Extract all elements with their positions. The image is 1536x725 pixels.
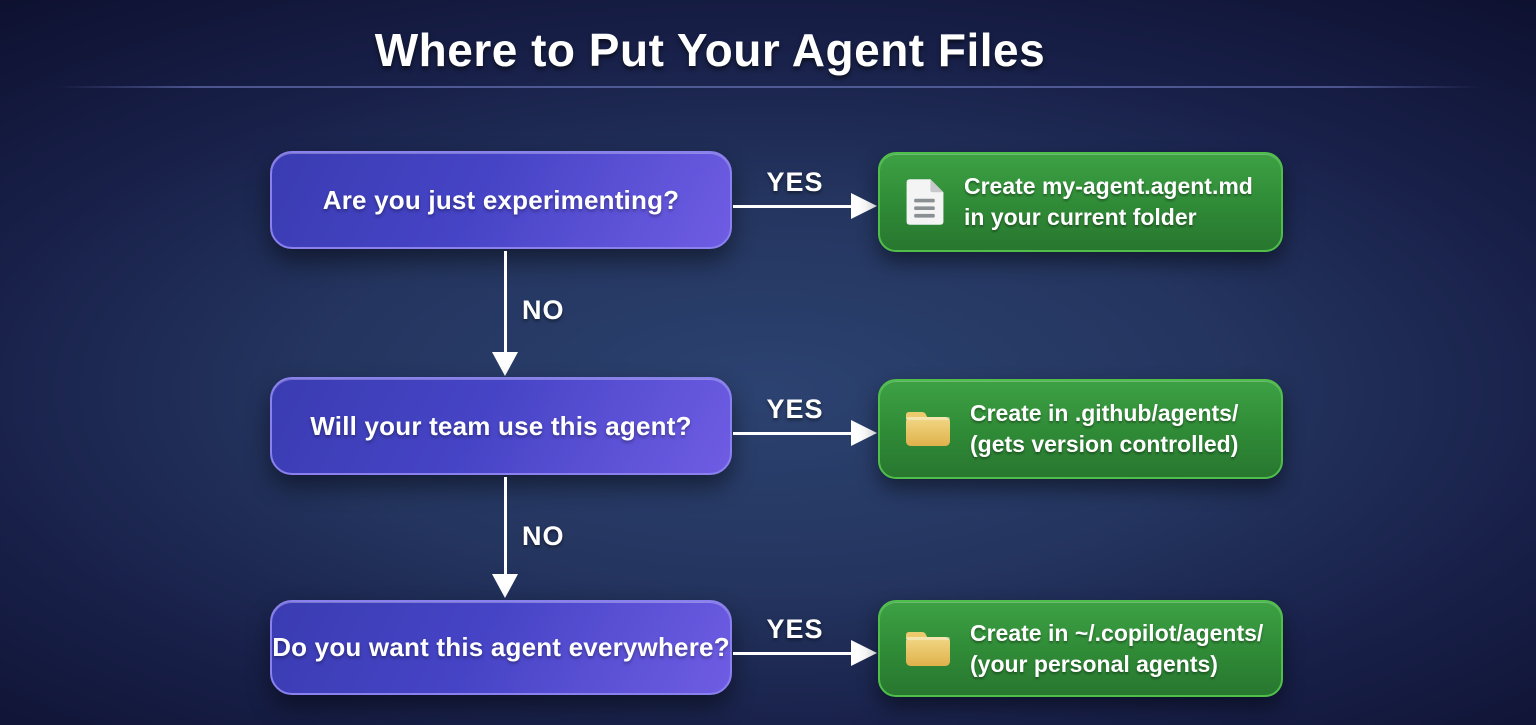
result-line1: Create my-agent.agent.md: [964, 173, 1253, 199]
folder-icon: [902, 628, 954, 670]
yes-label: YES: [766, 167, 824, 197]
result-line1: Create in ~/.copilot/agents/: [970, 619, 1264, 646]
arrow-head-right-icon: [851, 640, 877, 666]
arrow-head-down-icon: [492, 352, 518, 376]
folder-icon: [902, 408, 954, 450]
result-box-copilot-agents: Create in ~/.copilot/agents/ (your perso…: [878, 600, 1283, 697]
result-text: Create my-agent.agent.md in your current…: [964, 171, 1253, 233]
result-box-current-folder: Create my-agent.agent.md in your current…: [878, 152, 1283, 252]
yes-label: YES: [766, 394, 824, 424]
arrow-line: [733, 652, 854, 655]
question-box-experimenting: Are you just experimenting?: [270, 151, 732, 249]
arrow-head-right-icon: [851, 420, 877, 446]
arrow-head-down-icon: [492, 574, 518, 598]
result-line2: (gets version controlled): [970, 431, 1239, 457]
document-icon: [902, 176, 948, 228]
question-text: Are you just experimenting?: [322, 184, 680, 215]
yes-label: YES: [766, 614, 824, 644]
no-label: NO: [522, 521, 565, 551]
question-text: Do you want this agent everywhere?: [272, 632, 730, 662]
result-text: Create in .github/agents/ (gets version …: [970, 398, 1238, 460]
question-text: Will your team use this agent?: [310, 410, 692, 441]
yes-arrow: YES: [733, 394, 878, 452]
arrow-line: [733, 205, 854, 208]
no-arrow: NO: [492, 477, 592, 598]
arrow-line: [504, 251, 507, 353]
yes-arrow: YES: [733, 614, 878, 672]
title-divider: [55, 86, 1481, 88]
yes-arrow: YES: [733, 167, 878, 225]
result-line1: Create in .github/agents/: [970, 400, 1239, 426]
no-label: NO: [522, 295, 565, 325]
result-text: Create in ~/.copilot/agents/ (your perso…: [970, 618, 1263, 680]
question-box-team-use: Will your team use this agent?: [270, 377, 732, 475]
arrow-head-right-icon: [851, 193, 877, 219]
result-line2: (your personal agents): [970, 650, 1218, 677]
no-arrow: NO: [492, 251, 592, 376]
result-line2: in your current folder: [964, 204, 1197, 230]
arrow-line: [733, 432, 854, 435]
result-box-github-agents: Create in .github/agents/ (gets version …: [878, 379, 1283, 479]
page-title: Where to Put Your Agent Files: [374, 24, 1046, 76]
arrow-line: [504, 477, 507, 575]
question-box-agent-everywhere: Do you want this agent everywhere?: [270, 600, 732, 695]
